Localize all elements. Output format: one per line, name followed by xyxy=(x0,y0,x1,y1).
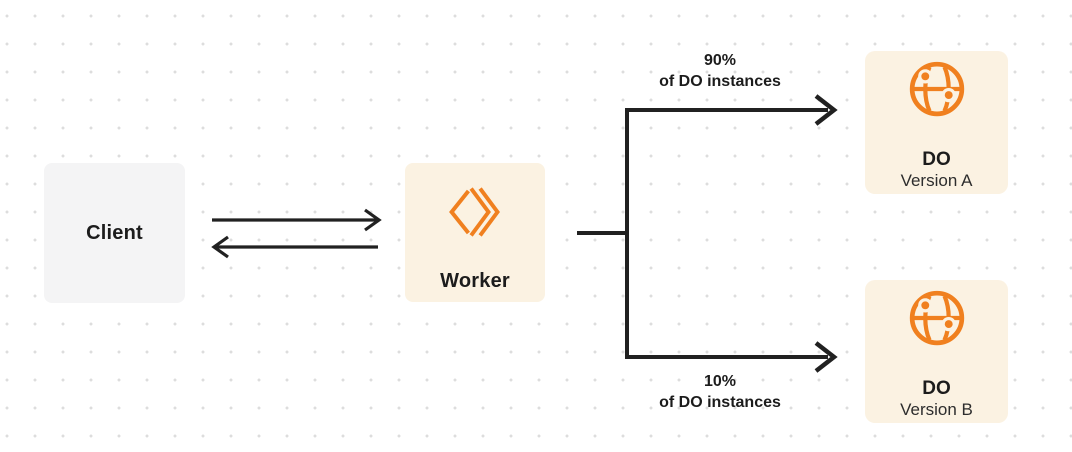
arrowhead-to-version-b xyxy=(814,341,838,373)
split-percent: 90% xyxy=(703,52,737,69)
client-to-worker-arrow xyxy=(212,208,382,232)
workers-logo-icon xyxy=(447,185,503,244)
worker-node: Worker xyxy=(405,163,545,302)
globe-icon xyxy=(907,288,967,353)
split-caption: of DO instances xyxy=(659,73,781,90)
do-version-b-title: DO xyxy=(922,378,951,399)
client-label: Client xyxy=(86,222,143,244)
client-node: Client xyxy=(44,163,185,303)
split-percent: 10% xyxy=(703,373,737,390)
do-version-b-subtitle: Version B xyxy=(900,400,973,419)
globe-icon xyxy=(907,59,967,124)
arrowhead-to-version-a xyxy=(814,94,838,126)
traffic-split-label-90: 90% of DO instances xyxy=(620,50,820,92)
do-version-a-node: DO Version A xyxy=(865,51,1008,194)
traffic-split-connector xyxy=(577,94,838,373)
traffic-split-label-10: 10% of DO instances xyxy=(620,371,820,413)
do-version-a-title: DO xyxy=(922,149,951,170)
split-caption: of DO instances xyxy=(659,394,781,411)
worker-to-client-arrow xyxy=(211,235,378,259)
worker-label: Worker xyxy=(440,270,510,292)
do-version-a-subtitle: Version A xyxy=(900,171,973,190)
do-version-b-node: DO Version B xyxy=(865,280,1008,423)
